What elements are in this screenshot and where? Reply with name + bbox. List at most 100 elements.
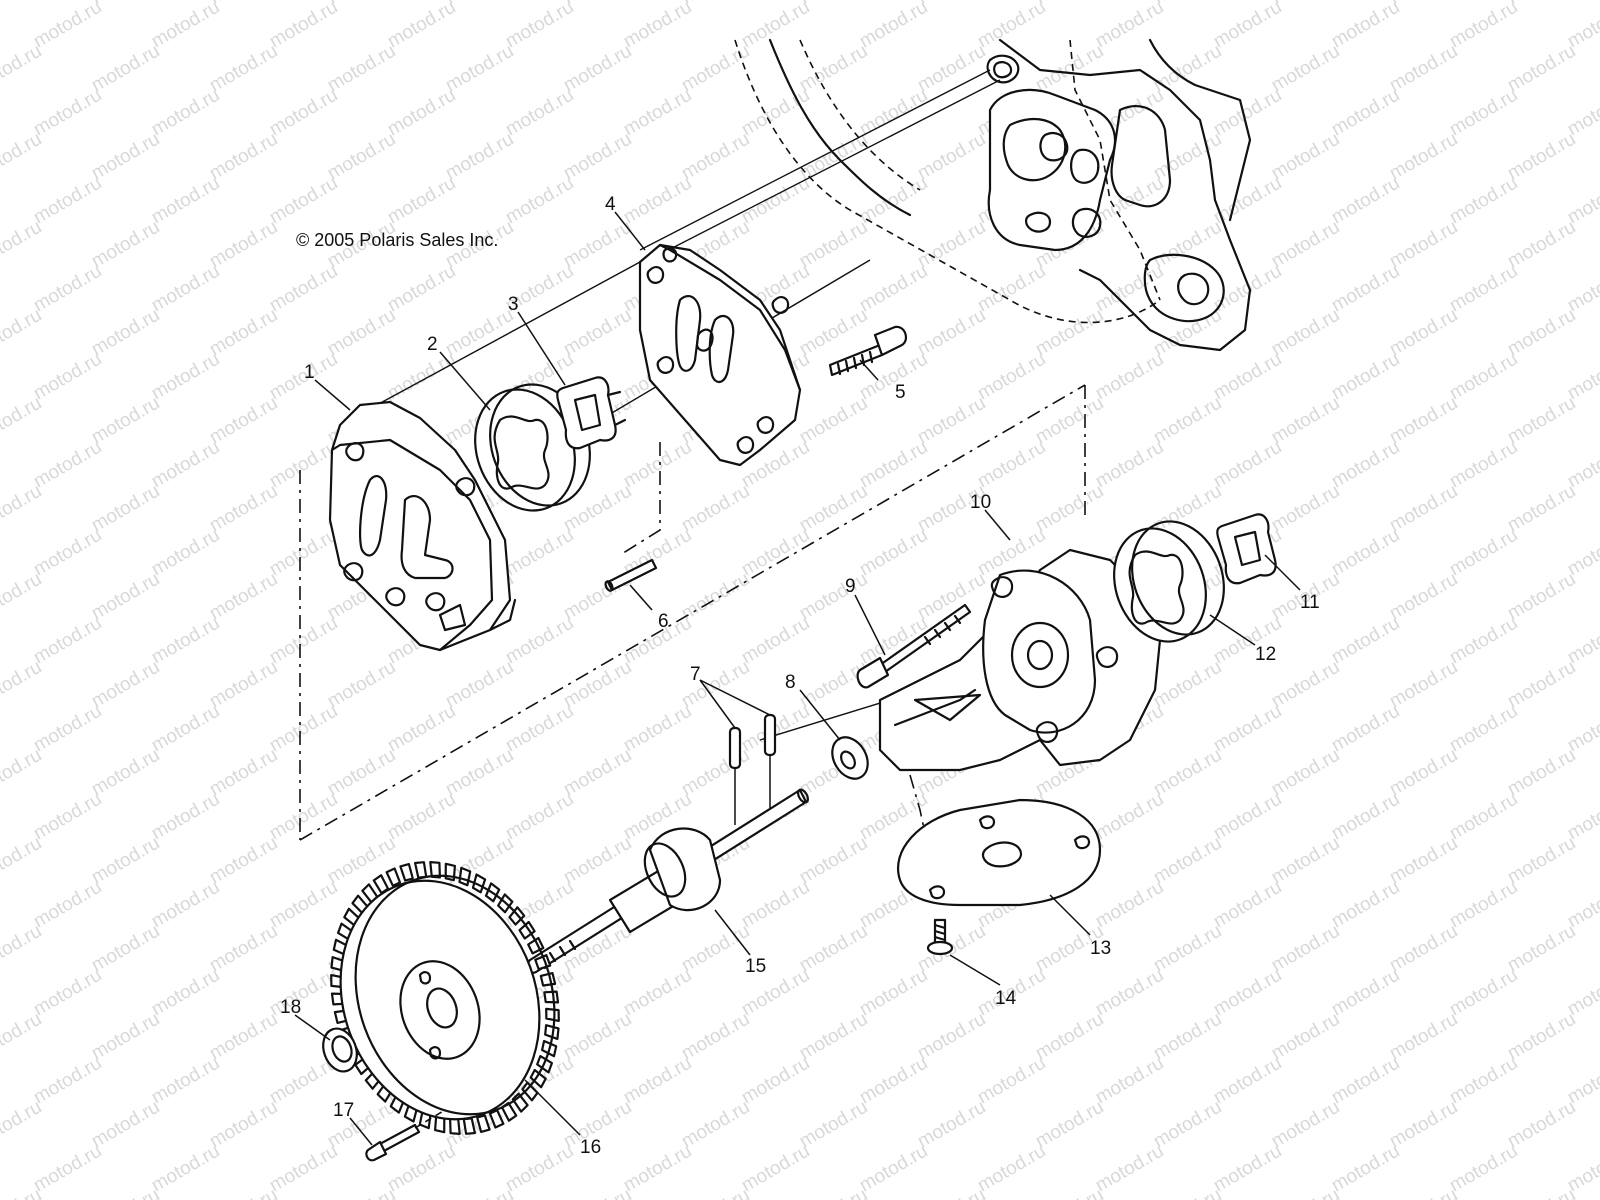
watermark-text: motod.ru — [1268, 1097, 1343, 1153]
gear-tooth — [529, 1068, 547, 1089]
watermark-text: motod.ru — [0, 1009, 45, 1065]
watermark-text: motod.ru — [1386, 1097, 1461, 1153]
watermark-text: motod.ru — [30, 349, 105, 405]
callout-4: 4 — [605, 194, 616, 215]
watermark-text: motod.ru — [560, 41, 635, 97]
watermark-text: motod.ru — [30, 789, 105, 845]
watermark-text: motod.ru — [1446, 1053, 1521, 1109]
watermark-text: motod.ru — [620, 1053, 695, 1109]
watermark-text: motod.ru — [1032, 41, 1107, 97]
watermark-text: motod.ru — [266, 965, 341, 1021]
watermark-text: motod.ru — [678, 129, 753, 185]
watermark-text: motod.ru — [1328, 789, 1403, 845]
watermark-text: motod.ru — [1092, 965, 1167, 1021]
watermark-text: motod.ru — [914, 393, 989, 449]
watermark-text: motod.ru — [1268, 833, 1343, 889]
watermark-text: motod.ru — [502, 0, 577, 52]
watermark-text: motod.ru — [1328, 1141, 1403, 1197]
watermark-text: motod.ru — [1504, 305, 1579, 361]
watermark-text: motod.ru — [88, 657, 163, 713]
watermark-text: motod.ru — [1092, 1053, 1167, 1109]
watermark-text: motod.ru — [974, 1053, 1049, 1109]
watermark-text: motod.ru — [1504, 393, 1579, 449]
watermark-text: motod.ru — [266, 173, 341, 229]
watermark-text: motod.ru — [560, 833, 635, 889]
watermark-text: motod.ru — [1032, 1185, 1107, 1200]
watermark-text: motod.ru — [1150, 745, 1225, 801]
watermark-text: motod.ru — [206, 921, 281, 977]
part-11-inner-rotor — [1216, 513, 1277, 585]
watermark-text: motod.ru — [0, 833, 45, 889]
watermark-text: motod.ru — [324, 129, 399, 185]
part-9-long-bolt — [856, 603, 972, 689]
watermark-text: motod.ru — [88, 41, 163, 97]
watermark-text: motod.ru — [30, 173, 105, 229]
watermark-text: motod.ru — [88, 745, 163, 801]
watermark-text: motod.ru — [442, 745, 517, 801]
watermark-text: motod.ru — [1446, 877, 1521, 933]
callout-1: 1 — [304, 362, 315, 383]
watermark-text: motod.ru — [266, 85, 341, 141]
watermark-text: motod.ru — [1386, 393, 1461, 449]
watermark-text: motod.ru — [502, 1141, 577, 1197]
watermark-text: motod.ru — [442, 657, 517, 713]
watermark-text: motod.ru — [1504, 569, 1579, 625]
watermark-text: motod.ru — [678, 745, 753, 801]
watermark-text: motod.ru — [148, 701, 223, 757]
watermark-text: motod.ru — [1504, 217, 1579, 273]
part-10-pump-housing — [878, 548, 1162, 772]
watermark-text: motod.ru — [796, 481, 871, 537]
watermark-text: motod.ru — [1446, 349, 1521, 405]
watermark-text: motod.ru — [1328, 349, 1403, 405]
gear-tooth — [414, 861, 428, 879]
watermark-text: motod.ru — [1328, 525, 1403, 581]
watermark-text: motod.ru — [1092, 437, 1167, 493]
watermark-text: motod.ru — [1150, 657, 1225, 713]
watermark-text: motod.ru — [796, 921, 871, 977]
watermark-text: motod.ru — [384, 701, 459, 757]
watermark-text: motod.ru — [30, 525, 105, 581]
watermark-text: motod.ru — [148, 1141, 223, 1197]
callout-7: 7 — [690, 664, 701, 685]
watermark-text: motod.ru — [678, 569, 753, 625]
watermark-text: motod.ru — [678, 921, 753, 977]
watermark-text: motod.ru — [1446, 613, 1521, 669]
watermark-text: motod.ru — [1268, 393, 1343, 449]
watermark-text: motod.ru — [1328, 701, 1403, 757]
watermark-text: motod.ru — [0, 481, 45, 537]
watermark-text: motod.ru — [1150, 1185, 1225, 1200]
gear-tooth — [462, 1117, 476, 1135]
watermark-text: motod.ru — [1032, 481, 1107, 537]
watermark-text: motod.ru — [620, 1141, 695, 1197]
watermark-text: motod.ru — [1386, 305, 1461, 361]
watermark-text: motod.ru — [502, 701, 577, 757]
watermark-text: motod.ru — [1210, 437, 1285, 493]
watermark-text: motod.ru — [30, 965, 105, 1021]
watermark-text: motod.ru — [30, 437, 105, 493]
gear-tooth — [458, 866, 472, 887]
part-16-gear — [330, 860, 560, 1136]
watermark-text: motod.ru — [88, 1009, 163, 1065]
watermark-text: motod.ru — [324, 657, 399, 713]
watermark-text: motod.ru — [88, 1185, 163, 1200]
watermark-text: motod.ru — [1504, 1009, 1579, 1065]
watermark-text: motod.ru — [384, 261, 459, 317]
watermark-text: motod.ru — [442, 129, 517, 185]
watermark-text: motod.ru — [856, 525, 931, 581]
watermark-text: motod.ru — [88, 129, 163, 185]
watermark-text: motod.ru — [384, 0, 459, 52]
watermark-text: motod.ru — [0, 217, 45, 273]
watermark-text: motod.ru — [560, 305, 635, 361]
part-1-pump-body — [328, 400, 517, 652]
watermark-text: motod.ru — [148, 261, 223, 317]
watermark-text: motod.ru — [206, 393, 281, 449]
watermark-text: motod.ru — [442, 1185, 517, 1200]
watermark-text: motod.ru — [974, 437, 1049, 493]
watermark-text: motod.ru — [1092, 0, 1167, 52]
watermark-text: motod.ru — [678, 1009, 753, 1065]
watermark-text: motod.ru — [1210, 1053, 1285, 1109]
watermark-text: motod.ru — [914, 1185, 989, 1200]
watermark-text: motod.ru — [1504, 1097, 1579, 1153]
